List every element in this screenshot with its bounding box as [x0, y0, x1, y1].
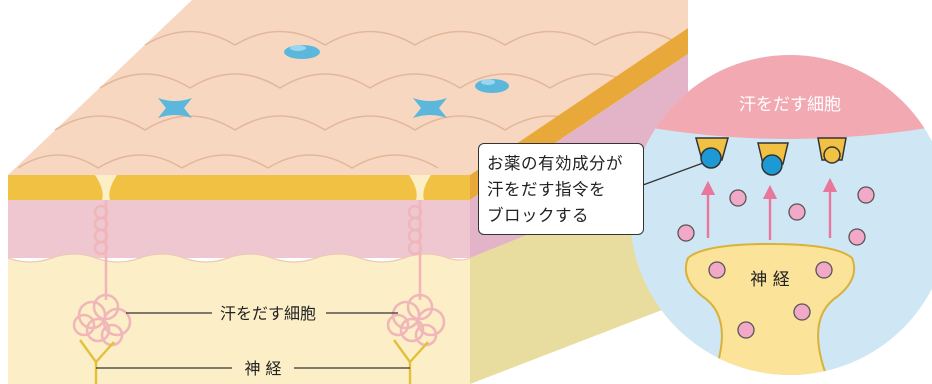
nerve-label: 神 経: [244, 359, 281, 378]
sweat-gland-icon: [72, 200, 132, 347]
sweat-drop-icon: [284, 45, 320, 59]
zoom-nerve-ending: [684, 242, 856, 375]
zoom-nerve-label: 神 経: [750, 270, 789, 290]
skin-surface: [8, 0, 688, 175]
signal-arrows: [700, 177, 838, 240]
nerve-transmitter-dots: [708, 261, 833, 339]
callout-line: お薬の有効成分が: [487, 154, 623, 173]
callout-line: ブロックする: [487, 206, 589, 225]
dermis-layer: [8, 200, 470, 258]
pore-channel-left: [95, 175, 117, 200]
pore-channel-right: [409, 175, 431, 200]
skin-surface-scales: [17, 30, 673, 169]
callout-box: お薬の有効成分が 汗をだす指令を ブロックする: [478, 143, 644, 235]
nerve-fiber-icon: [79, 339, 429, 384]
epidermis-band: [8, 175, 470, 200]
receptor-icon: [695, 137, 729, 169]
receptor-icon: [757, 142, 789, 176]
callout-pointer: [642, 162, 704, 186]
zoom-sweat-cell-label: 汗をだす細胞: [739, 95, 841, 115]
sweat-pore-icon: [413, 98, 447, 118]
label-leaders: [96, 312, 410, 369]
transmitter-dots: [677, 186, 875, 246]
sweat-gland-icon: [386, 200, 446, 347]
sweat-pore-icon: [158, 98, 192, 118]
receptor-icon: [817, 137, 847, 164]
subcutis-layer: [8, 254, 470, 384]
sweat-cell-label: 汗をだす細胞: [220, 304, 316, 323]
layer-wave-line: [7, 253, 471, 263]
callout-line: 汗をだす指令を: [487, 180, 606, 199]
sweat-drop-icon: [475, 79, 509, 93]
